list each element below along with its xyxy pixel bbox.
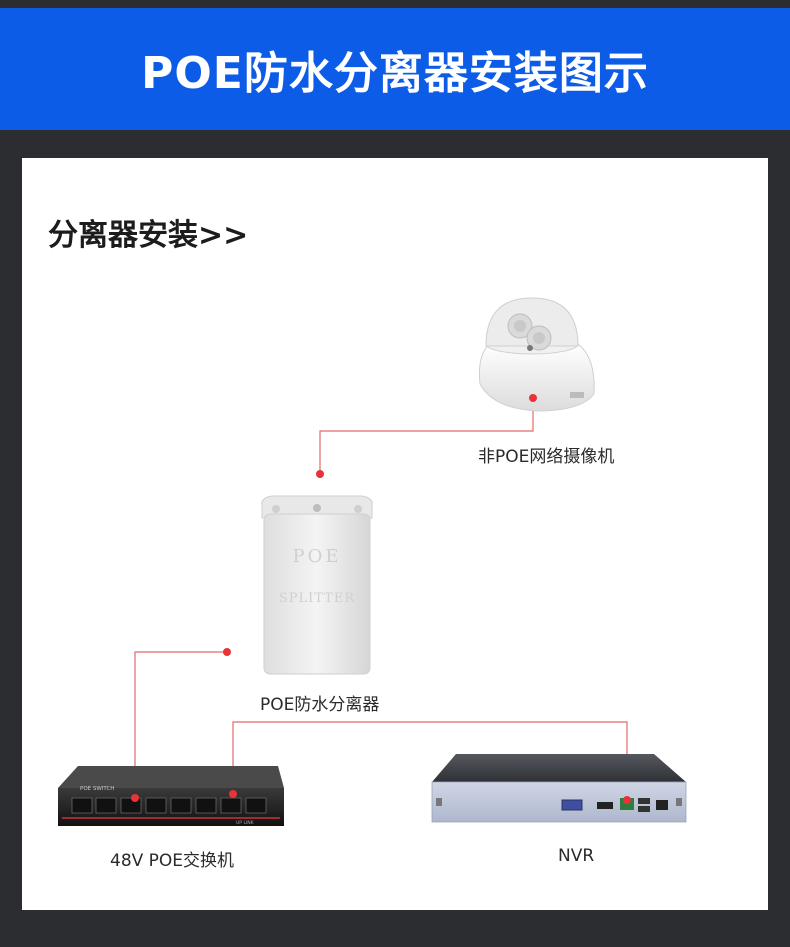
splitter-top-dot xyxy=(316,470,324,478)
title-banner: POE防水分离器安装图示 xyxy=(0,8,790,130)
splitter-print-top: POE xyxy=(292,546,341,567)
splitter-label: POE防水分离器 xyxy=(260,695,380,715)
nvr-connector-dot xyxy=(623,796,631,804)
banner-title: POE防水分离器安装图示 xyxy=(141,48,649,99)
switch-uplink-text: UP LINK xyxy=(236,820,255,826)
switch-label: 48V POE交换机 xyxy=(110,851,235,871)
splitter-side-dot xyxy=(223,648,231,656)
splitter-print-bottom: SPLITTER xyxy=(279,591,355,606)
top-strip xyxy=(0,0,790,8)
nvr-device xyxy=(431,754,687,823)
switch-uplink-dot xyxy=(229,790,237,798)
camera-label: 非POE网络摄像机 xyxy=(478,447,615,467)
diagram-panel: 分离器安装>> xyxy=(22,158,768,910)
poe-switch: POE SWITCH UP LINK xyxy=(58,766,284,826)
section-title: 分离器安装>> xyxy=(48,218,249,253)
switch-port-dot xyxy=(131,794,139,802)
dome-camera xyxy=(479,297,595,412)
poe-splitter: POE SPLITTER xyxy=(261,495,373,675)
switch-brand: POE SWITCH xyxy=(80,786,114,792)
nvr-label: NVR xyxy=(558,846,595,866)
switch-splitter-line xyxy=(134,651,227,798)
installation-diagram: POE SPLITTER POE SWITCH UP LINK xyxy=(58,297,687,826)
camera-splitter-line xyxy=(319,398,534,474)
camera-connector-dot xyxy=(529,394,537,402)
